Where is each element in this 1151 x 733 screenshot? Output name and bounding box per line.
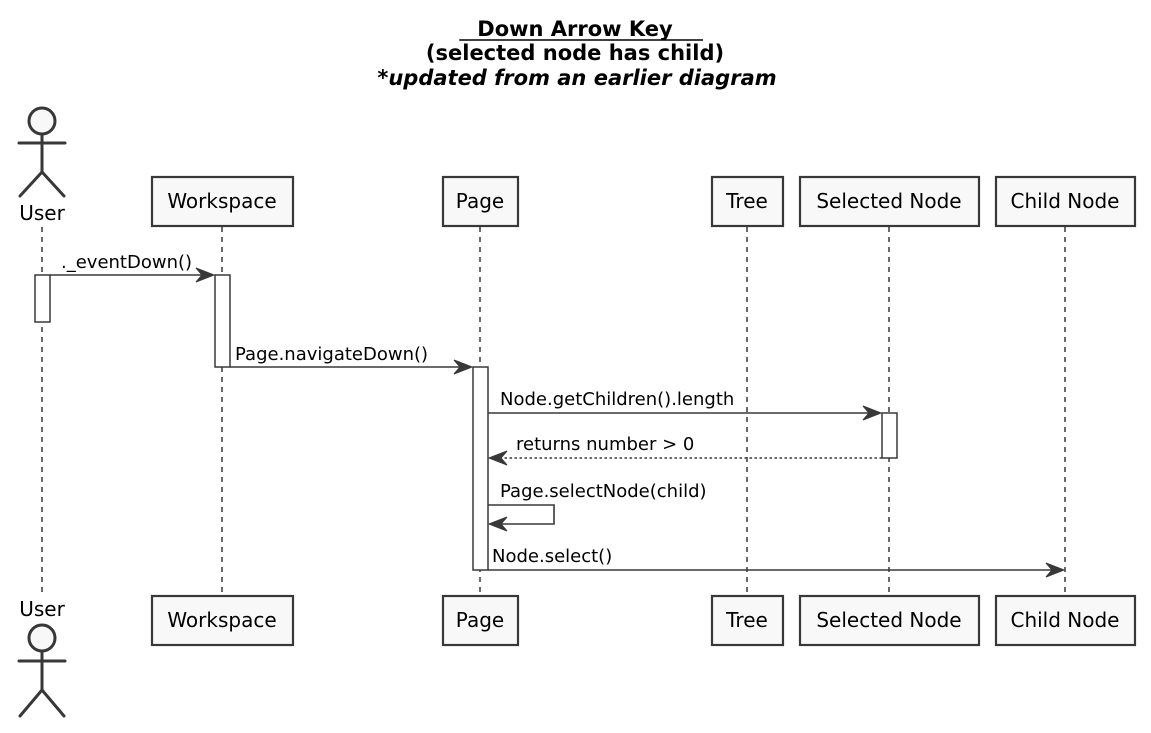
message-label: Node.getChildren().length bbox=[500, 389, 734, 410]
arrowhead-icon bbox=[453, 359, 474, 375]
actor-head bbox=[27, 106, 57, 136]
arrowhead-icon bbox=[195, 267, 216, 283]
participant-tree-bottom: Tree bbox=[710, 594, 785, 647]
participant-child-node-bottom: Child Node bbox=[994, 594, 1137, 647]
actor-head bbox=[27, 623, 57, 653]
message-event-down: ._eventDown() bbox=[50, 252, 216, 283]
message-label: Node.select() bbox=[492, 546, 612, 567]
participant-tree-label: Tree bbox=[725, 608, 768, 632]
arrowhead-icon bbox=[487, 516, 508, 532]
activations bbox=[34, 274, 898, 571]
arrowhead-icon bbox=[1045, 562, 1066, 578]
participant-tree-label: Tree bbox=[725, 189, 768, 213]
message-node-select: Node.select() bbox=[488, 546, 1066, 578]
activation-user bbox=[34, 274, 51, 323]
participant-page-label: Page bbox=[456, 608, 504, 632]
participant-selected-node-bottom: Selected Node bbox=[798, 594, 981, 647]
title-line-2: (selected node has child) bbox=[426, 41, 724, 65]
message-label: returns number > 0 bbox=[516, 434, 694, 455]
arrowhead-icon bbox=[487, 450, 508, 466]
participant-page-bottom: Page bbox=[441, 594, 520, 647]
actor-user-bottom: User bbox=[17, 597, 67, 718]
diagram-title: Down Arrow Key (selected node has child)… bbox=[377, 17, 776, 90]
message-returns-number: returns number > 0 bbox=[487, 434, 882, 466]
participant-selected-node-top: Selected Node bbox=[798, 175, 981, 228]
activation-workspace bbox=[214, 274, 231, 368]
activation-selected-node bbox=[881, 412, 898, 459]
participant-child-node-label: Child Node bbox=[1010, 608, 1119, 632]
actor-user-label-top: User bbox=[19, 201, 65, 225]
message-get-children-length: Node.getChildren().length bbox=[488, 389, 883, 421]
message-label: ._eventDown() bbox=[61, 252, 192, 273]
participant-workspace-top: Workspace bbox=[150, 175, 295, 228]
activation-page bbox=[472, 366, 489, 571]
message-label: Page.selectNode(child) bbox=[500, 481, 707, 502]
participant-child-node-label: Child Node bbox=[1010, 189, 1119, 213]
message-navigate-down: Page.navigateDown() bbox=[230, 344, 474, 375]
title-line-3: *updated from an earlier diagram bbox=[377, 66, 776, 90]
arrowhead-icon bbox=[862, 405, 883, 421]
title-line-1: Down Arrow Key bbox=[477, 17, 673, 41]
actor-user-top: User bbox=[17, 106, 67, 225]
participant-selected-node-label: Selected Node bbox=[816, 608, 961, 632]
participant-page-label: Page bbox=[456, 189, 504, 213]
message-label: Page.navigateDown() bbox=[235, 344, 428, 365]
participant-workspace-label: Workspace bbox=[167, 608, 276, 632]
actor-user-label-bottom: User bbox=[19, 597, 65, 621]
lifelines bbox=[41, 227, 1066, 596]
participant-tree-top: Tree bbox=[710, 175, 785, 228]
participant-workspace-label: Workspace bbox=[167, 189, 276, 213]
participant-workspace-bottom: Workspace bbox=[150, 594, 295, 647]
participant-page-top: Page bbox=[441, 175, 520, 228]
participant-selected-node-label: Selected Node bbox=[816, 189, 961, 213]
participant-child-node-top: Child Node bbox=[994, 175, 1137, 228]
message-select-node-self: Page.selectNode(child) bbox=[487, 481, 707, 532]
